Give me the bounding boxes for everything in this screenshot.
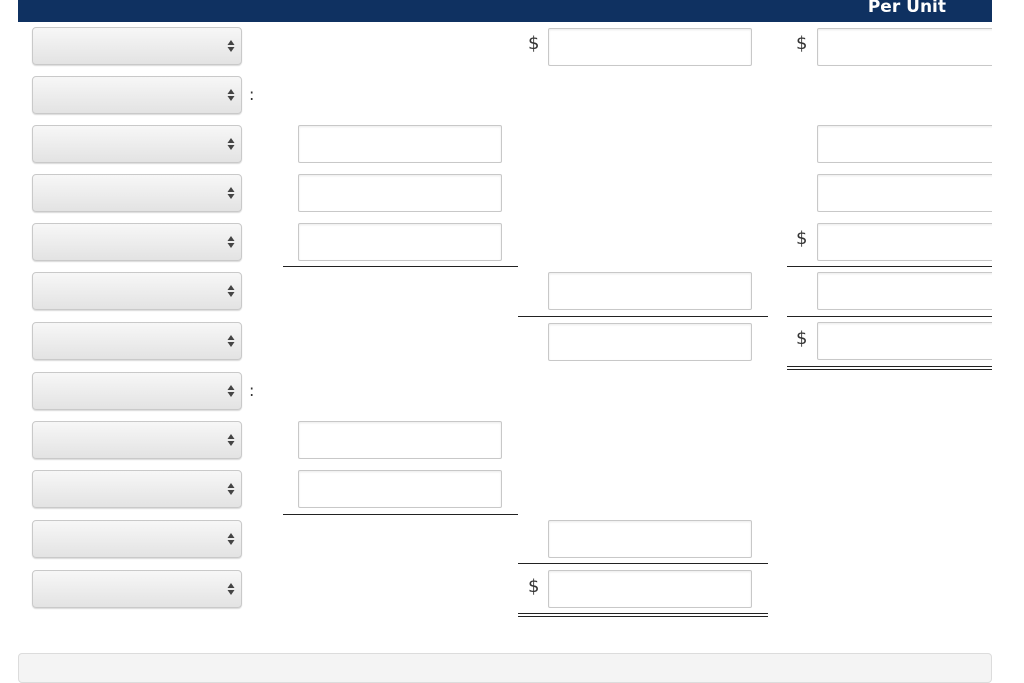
row-2-account-select[interactable] xyxy=(32,76,242,114)
total-double-underline xyxy=(787,366,992,370)
select-arrows-icon xyxy=(227,384,235,398)
row-8-colon: : xyxy=(249,381,255,400)
subtotal-underline xyxy=(518,563,768,564)
row-4-per-unit-input[interactable] xyxy=(817,174,1007,212)
right-edge-clip xyxy=(992,0,1024,670)
row-7-amount-input[interactable] xyxy=(548,323,752,361)
select-arrows-icon xyxy=(227,284,235,298)
bottom-panel xyxy=(18,653,992,683)
dollar-sign: $ xyxy=(528,576,540,597)
row-3-per-unit-input[interactable] xyxy=(817,125,1007,163)
subtotal-underline xyxy=(518,316,768,317)
row-4-amount-input[interactable] xyxy=(298,174,502,212)
row-1-account-select[interactable] xyxy=(32,27,242,65)
subtotal-underline xyxy=(283,266,518,267)
row-2-colon: : xyxy=(249,85,255,104)
row-5-amount-input[interactable] xyxy=(298,223,502,261)
select-arrows-icon xyxy=(227,532,235,546)
row-5-per-unit-input[interactable] xyxy=(817,223,1007,261)
row-1-per-unit-input[interactable] xyxy=(817,28,1007,66)
subtotal-underline xyxy=(787,266,992,267)
select-arrows-icon xyxy=(227,137,235,151)
subtotal-underline xyxy=(787,316,992,317)
select-arrows-icon xyxy=(227,235,235,249)
per-unit-column-header: Per Unit xyxy=(867,0,946,17)
dollar-sign: $ xyxy=(796,228,808,249)
total-double-underline xyxy=(518,613,768,617)
row-7-per-unit-input[interactable] xyxy=(817,322,1007,360)
select-arrows-icon xyxy=(227,433,235,447)
row-8-account-select[interactable] xyxy=(32,372,242,410)
select-arrows-icon xyxy=(227,39,235,53)
subtotal-underline xyxy=(283,514,518,515)
row-9-account-select[interactable] xyxy=(32,421,242,459)
row-9-amount-input[interactable] xyxy=(298,421,502,459)
row-7-account-select[interactable] xyxy=(32,322,242,360)
row-6-amount-input[interactable] xyxy=(548,272,752,310)
row-1-amount-input[interactable] xyxy=(548,28,752,66)
row-4-account-select[interactable] xyxy=(32,174,242,212)
select-arrows-icon xyxy=(227,582,235,596)
row-3-amount-input[interactable] xyxy=(298,125,502,163)
select-arrows-icon xyxy=(227,186,235,200)
row-10-amount-input[interactable] xyxy=(298,470,502,508)
row-11-amount-input[interactable] xyxy=(548,520,752,558)
row-5-account-select[interactable] xyxy=(32,223,242,261)
row-6-account-select[interactable] xyxy=(32,272,242,310)
select-arrows-icon xyxy=(227,334,235,348)
dollar-sign: $ xyxy=(796,33,808,54)
dollar-sign: $ xyxy=(528,33,540,54)
row-6-per-unit-input[interactable] xyxy=(817,272,1007,310)
row-10-account-select[interactable] xyxy=(32,470,242,508)
row-3-account-select[interactable] xyxy=(32,125,242,163)
dollar-sign: $ xyxy=(796,328,808,349)
row-12-account-select[interactable] xyxy=(32,570,242,608)
table-header-bar: Per Unit xyxy=(18,0,992,22)
row-11-account-select[interactable] xyxy=(32,520,242,558)
select-arrows-icon xyxy=(227,482,235,496)
select-arrows-icon xyxy=(227,88,235,102)
row-12-amount-input[interactable] xyxy=(548,570,752,608)
